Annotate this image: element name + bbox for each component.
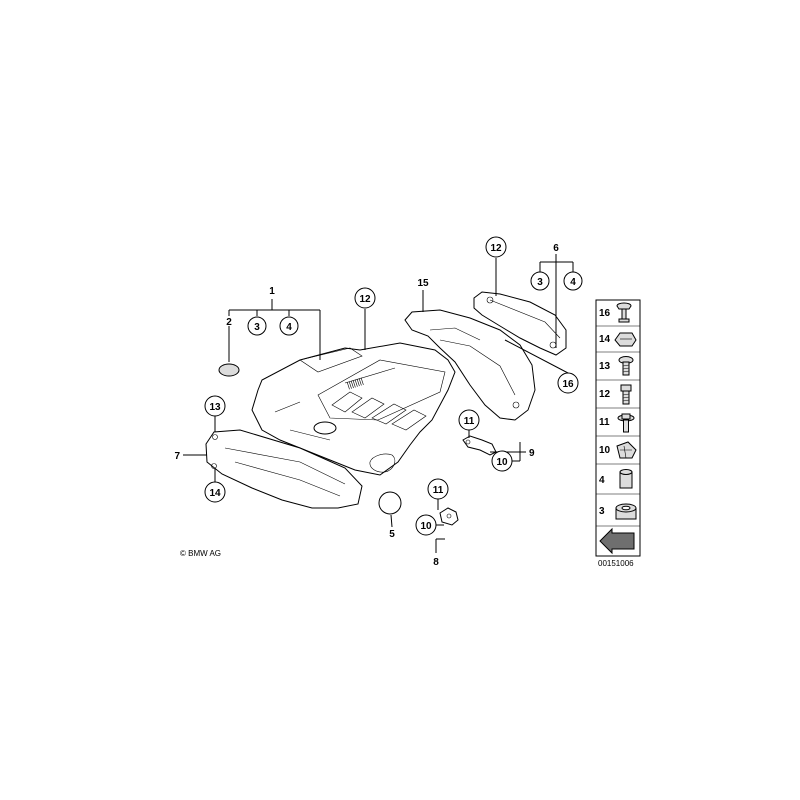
callout-16: 16 — [557, 372, 579, 394]
bracket-part-8 — [439, 507, 459, 526]
callout-8: 8 — [433, 557, 439, 568]
clip-nut-icon — [614, 332, 637, 347]
callout-4-right: 4 — [563, 271, 583, 291]
screw-icon — [618, 356, 634, 376]
svg-text:11: 11 — [464, 416, 475, 427]
svg-text:14: 14 — [209, 488, 221, 499]
arrow-icon — [599, 527, 635, 555]
callout-12-top: 12 — [354, 287, 376, 309]
diagram-code: 00151006 — [598, 559, 634, 568]
legend-num-12: 12 — [599, 389, 611, 400]
svg-text:3: 3 — [254, 322, 260, 333]
bolt-icon — [620, 384, 632, 405]
svg-text:11: 11 — [433, 485, 444, 496]
grommet-part-2 — [218, 363, 240, 377]
callout-7: 7 — [174, 451, 180, 462]
svg-text:4: 4 — [570, 277, 576, 288]
callout-9: 9 — [529, 448, 535, 459]
callout-1: 1 — [269, 286, 275, 297]
callout-3-right: 3 — [530, 271, 550, 291]
engine-cover-part: |||||||| — [251, 342, 456, 476]
parts-legend: 16 14 13 12 11 — [595, 299, 641, 568]
svg-text:16: 16 — [562, 379, 574, 390]
callout-11-bottom: 11 — [427, 478, 449, 500]
legend-num-16: 16 — [599, 308, 611, 319]
callout-14: 14 — [204, 481, 226, 503]
callout-6: 6 — [553, 243, 559, 254]
callout-15: 15 — [417, 278, 429, 289]
legend-num-11: 11 — [599, 417, 610, 428]
svg-text:13: 13 — [209, 402, 221, 413]
legend-num-3: 3 — [599, 506, 605, 517]
svg-text:12: 12 — [490, 243, 502, 254]
callout-2: 2 — [226, 317, 232, 328]
callout-3-left: 3 — [247, 316, 267, 336]
callout-12-right: 12 — [485, 236, 507, 258]
spring-nut-icon — [616, 441, 637, 459]
legend-num-4: 4 — [599, 475, 605, 486]
legend-num-13: 13 — [599, 361, 611, 372]
svg-text:10: 10 — [496, 457, 508, 468]
front-shield-part — [205, 429, 363, 509]
leader-lines — [183, 254, 574, 553]
clip-rivet-icon — [616, 302, 632, 323]
legend-num-10: 10 — [599, 445, 611, 456]
legend-num-14: 14 — [599, 334, 611, 345]
callout-5: 5 — [389, 529, 395, 540]
svg-text:12: 12 — [359, 294, 371, 305]
rubber-grommet-icon — [615, 503, 637, 520]
svg-text:4: 4 — [286, 322, 292, 333]
collar-screw-icon — [617, 413, 635, 433]
side-shield-part — [404, 309, 536, 421]
callout-10-bottom: 10 — [415, 514, 437, 536]
sleeve-icon — [619, 469, 633, 489]
callout-13: 13 — [204, 395, 226, 417]
cap-part-5 — [378, 491, 402, 515]
copyright-text: © BMW AG — [180, 549, 221, 558]
svg-text:3: 3 — [537, 277, 543, 288]
callout-4-left: 4 — [279, 316, 299, 336]
callout-11-right: 11 — [458, 409, 480, 431]
svg-text:10: 10 — [420, 521, 432, 532]
callout-10-right: 10 — [491, 450, 513, 472]
